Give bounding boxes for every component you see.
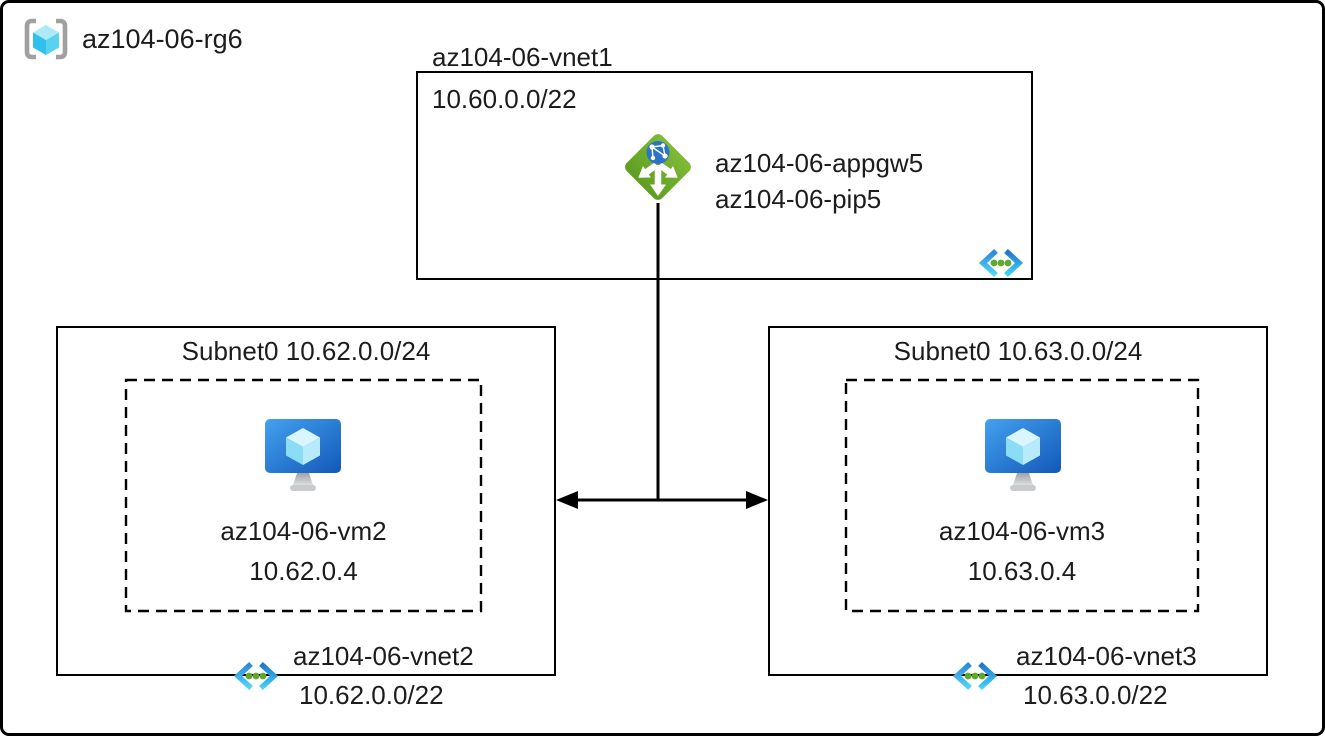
- resource-group-header: az104-06-rg6: [23, 18, 243, 60]
- vnet2-name: az104-06-vnet2: [293, 641, 474, 671]
- vm2-name: az104-06-vm2: [220, 516, 387, 546]
- arrowhead-right-icon: [746, 491, 768, 509]
- vnet3-box: [768, 326, 1268, 676]
- vnet3-cidr: 10.63.0.0/22: [1023, 680, 1168, 710]
- application-gateway-icon: [625, 134, 691, 200]
- resource-group-label: az104-06-rg6: [82, 24, 243, 54]
- vnet2-box: [56, 326, 556, 676]
- virtual-network-icon-vnet2: [233, 661, 279, 691]
- vnet3-name: az104-06-vnet3: [1016, 641, 1197, 671]
- gateway-labels: az104-06-appgw5 az104-06-pip5: [715, 145, 923, 217]
- vnet3-subnet-label: Subnet0 10.63.0.0/24: [893, 336, 1143, 366]
- virtual-machine-icon-vm2: [265, 419, 341, 491]
- virtual-network-icon-vnet1: [978, 248, 1024, 278]
- vm3-name: az104-06-vm3: [938, 516, 1106, 546]
- vm2-ip: 10.62.0.4: [249, 556, 358, 586]
- arrowhead-left-icon: [556, 491, 578, 509]
- vm3-ip: 10.63.0.4: [967, 556, 1077, 586]
- vnet2-cidr: 10.62.0.0/22: [299, 680, 444, 710]
- virtual-network-icon-vnet3: [952, 661, 998, 691]
- vnet1-box: [416, 71, 1033, 280]
- public-ip-name: az104-06-pip5: [715, 184, 882, 214]
- vnet2-subnet-label: Subnet0 10.62.0.0/24: [181, 336, 431, 366]
- vnet1-cidr: 10.60.0.0/22: [432, 84, 577, 114]
- vnet1-title: az104-06-vnet1: [432, 42, 613, 72]
- resource-group-icon: [24, 18, 68, 60]
- virtual-machine-icon-vm3: [985, 419, 1061, 491]
- gateway-name: az104-06-appgw5: [715, 148, 924, 178]
